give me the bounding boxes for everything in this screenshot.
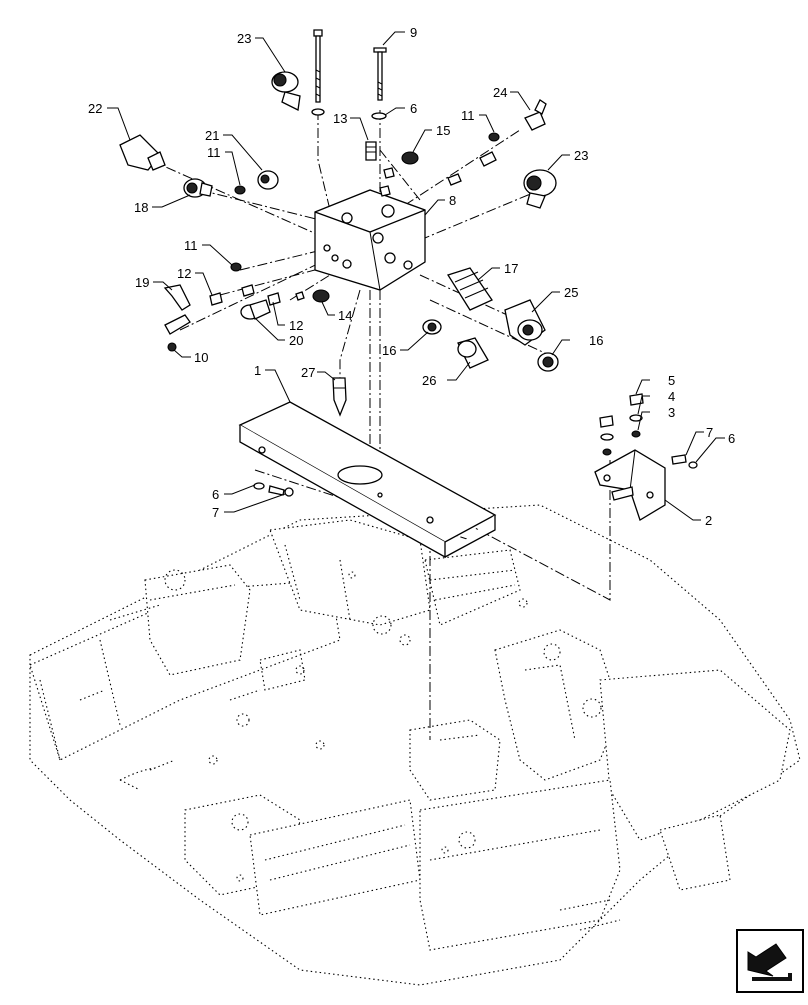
callout-11: 11 — [461, 108, 475, 123]
callout-6: 6 — [410, 101, 417, 116]
sensor-27 — [332, 377, 347, 417]
machine-frame — [29, 504, 801, 986]
small-fittings-right — [379, 151, 497, 197]
callout-21: 21 — [205, 128, 219, 143]
callout-16: 16 — [589, 333, 603, 348]
screws-6-7-right — [671, 454, 698, 469]
callout-15: 15 — [436, 123, 450, 138]
callout-20: 20 — [289, 333, 303, 348]
bolts-3-4-5 — [599, 393, 644, 456]
callout-25: 25 — [564, 285, 578, 300]
callout-22: 22 — [88, 101, 102, 116]
callout-leaders — [107, 31, 725, 521]
elbow-23-right — [523, 169, 557, 209]
elbow-23-top — [271, 71, 301, 111]
callout-8: 8 — [449, 193, 456, 208]
callout-11: 11 — [184, 238, 198, 253]
valve-block — [314, 189, 426, 291]
elbow-26 — [457, 337, 489, 369]
callout-10: 10 — [194, 350, 208, 365]
callout-27: 27 — [301, 365, 315, 380]
screws-6-7-left — [253, 482, 294, 497]
callout-2: 2 — [705, 513, 712, 528]
plug-10 — [167, 342, 177, 352]
callout-18: 18 — [134, 200, 148, 215]
fittings-12 — [209, 284, 305, 306]
callout-9: 9 — [410, 25, 417, 40]
callout-24: 24 — [493, 85, 507, 100]
callout-17: 17 — [504, 261, 518, 276]
washer-6-top — [311, 108, 387, 120]
callout-3: 3 — [668, 405, 675, 420]
callout-16: 16 — [382, 343, 396, 358]
callout-14: 14 — [338, 308, 352, 323]
coupler-20 — [240, 299, 271, 320]
fitting-16-right — [537, 352, 559, 372]
callout-12: 12 — [177, 266, 191, 281]
fitting-21 — [257, 170, 279, 190]
callout-11: 11 — [207, 145, 221, 160]
next-page-arrow-icon — [747, 943, 792, 981]
fitting-13 — [365, 141, 377, 161]
mounting-bracket-1 — [238, 401, 497, 559]
bolt-left-top — [313, 29, 323, 103]
fitting-14 — [312, 289, 330, 303]
callout-7: 7 — [706, 425, 713, 440]
callout-7: 7 — [212, 505, 219, 520]
callout-6: 6 — [212, 487, 219, 502]
elbow-22 — [119, 134, 166, 171]
callout-13: 13 — [333, 111, 347, 126]
quick-coupler-17 — [447, 267, 493, 311]
callout-4: 4 — [668, 389, 675, 404]
elbow-25 — [504, 299, 546, 346]
mounting-bracket-2 — [594, 449, 666, 521]
elbow-24 — [524, 99, 547, 131]
callout-6: 6 — [728, 431, 735, 446]
callout-19: 19 — [135, 275, 149, 290]
callout-labels: 23 9 6 13 15 11 24 22 21 11 23 8 18 11 1… — [88, 25, 735, 528]
plug-11-left — [230, 132, 500, 272]
callout-23: 23 — [574, 148, 588, 163]
callout-5: 5 — [668, 373, 675, 388]
callout-1: 1 — [254, 363, 261, 378]
next-page-button[interactable] — [736, 929, 804, 993]
callout-23: 23 — [237, 31, 251, 46]
adapter-18 — [183, 178, 213, 198]
callout-12: 12 — [289, 318, 303, 333]
fitting-16-left — [422, 319, 442, 335]
bolt-9 — [373, 47, 387, 101]
callout-26: 26 — [422, 373, 436, 388]
cap-15 — [401, 151, 419, 165]
handle-19 — [163, 284, 191, 335]
